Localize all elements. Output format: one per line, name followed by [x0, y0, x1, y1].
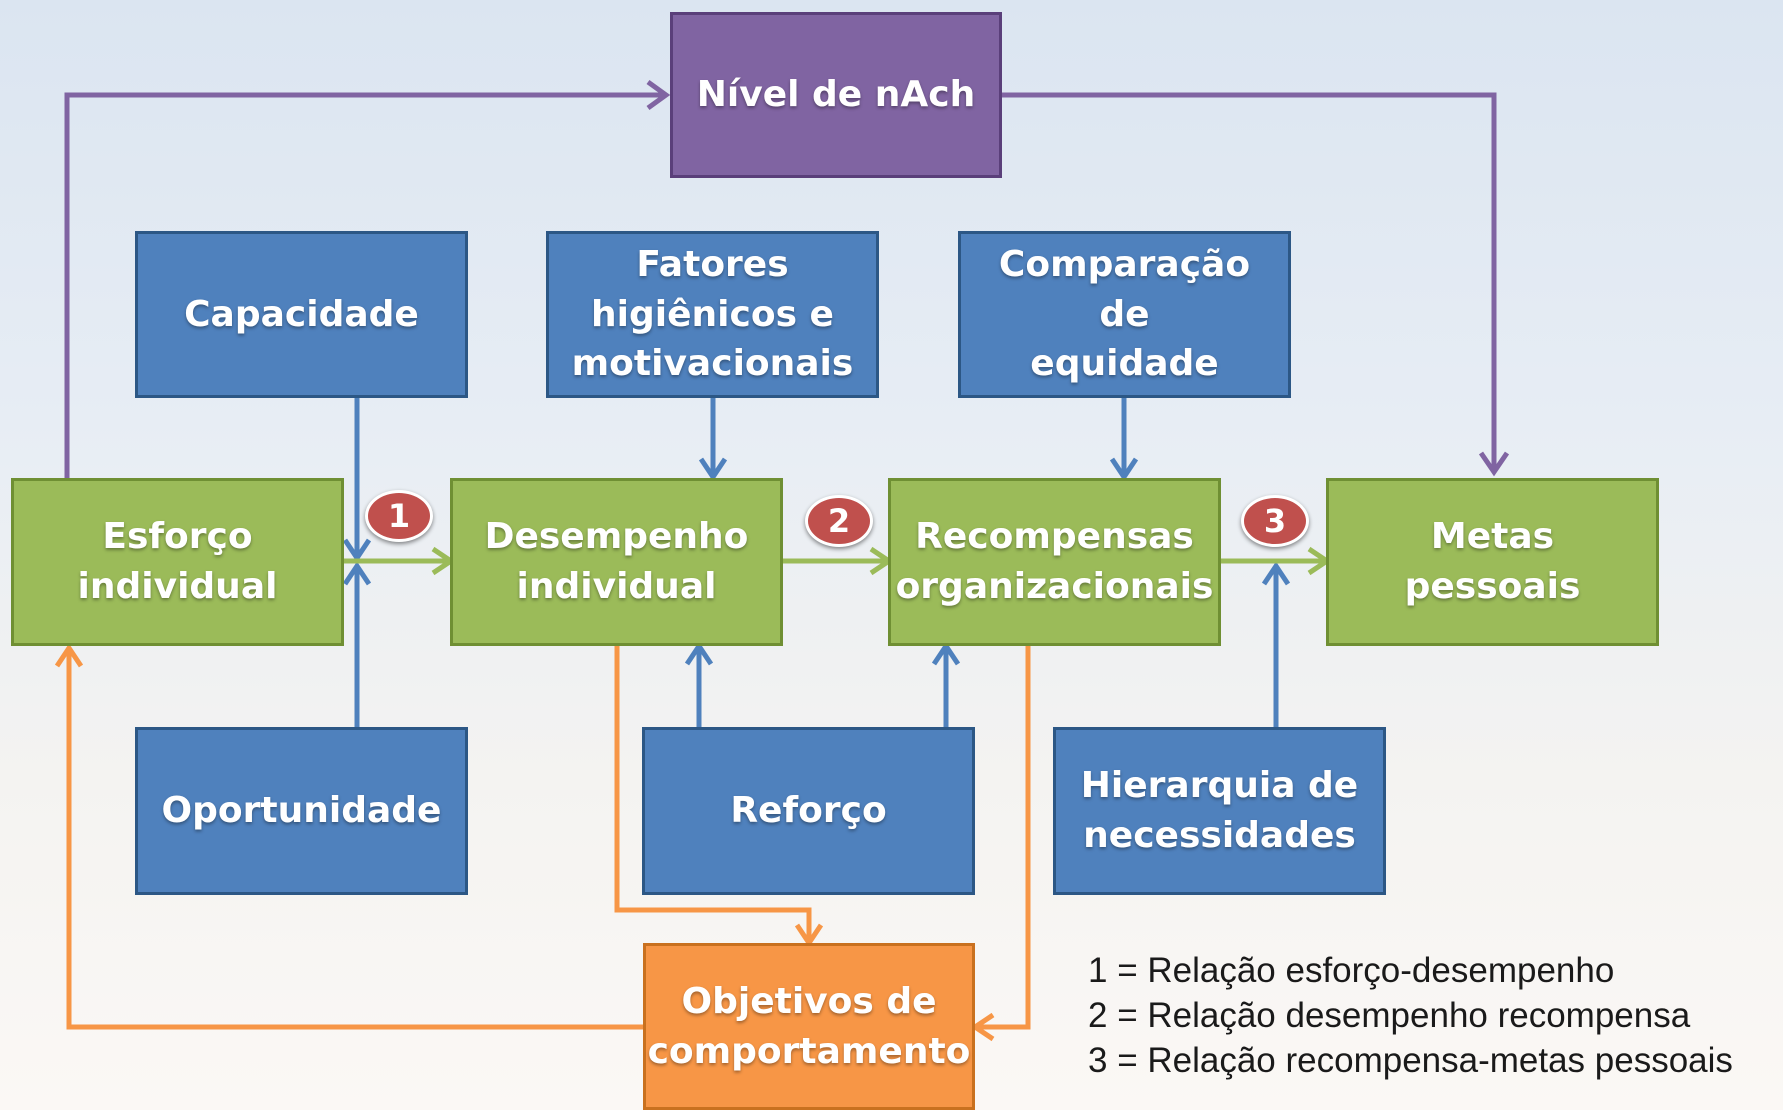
node-metas-pessoais: Metas pessoais	[1326, 478, 1659, 646]
arrow-objetivos-to-esforco	[66, 648, 643, 1030]
node-esforco-individual: Esforço individual	[11, 478, 344, 646]
legend: 1 = Relação esforço-desempenho 2 = Relaç…	[1088, 948, 1733, 1083]
legend-item-2: 2 = Relação desempenho recompensa	[1088, 996, 1691, 1035]
node-capacidade: Capacidade	[135, 231, 468, 398]
node-reforco: Reforço	[642, 727, 975, 895]
badge-1: 1	[365, 490, 433, 542]
node-comparacao-equidade: Comparação de equidade	[958, 231, 1291, 398]
arrow-desempenho-to-objetivos	[614, 646, 812, 941]
node-objetivos-comportamento: Objetivos de comportamento	[643, 943, 975, 1110]
arrow-nach-to-metas	[1002, 92, 1497, 470]
node-nivel-nach: Nível de nAch	[670, 12, 1002, 178]
arrow-recompensas-to-objetivos	[977, 646, 1031, 1030]
node-desempenho-individual: Desempenho individual	[450, 478, 783, 646]
node-fatores-higienicos: Fatores higiênicos e motivacionais	[546, 231, 879, 398]
badge-3: 3	[1241, 495, 1309, 547]
arrow-esforco-to-nach	[64, 92, 664, 478]
legend-item-1: 1 = Relação esforço-desempenho	[1088, 951, 1615, 990]
legend-item-3: 3 = Relação recompensa-metas pessoais	[1088, 1041, 1733, 1080]
node-oportunidade: Oportunidade	[135, 727, 468, 895]
badge-2: 2	[805, 495, 873, 547]
node-hierarquia-necessidades: Hierarquia de necessidades	[1053, 727, 1386, 895]
node-recompensas-organizacionais: Recompensas organizacionais	[888, 478, 1221, 646]
